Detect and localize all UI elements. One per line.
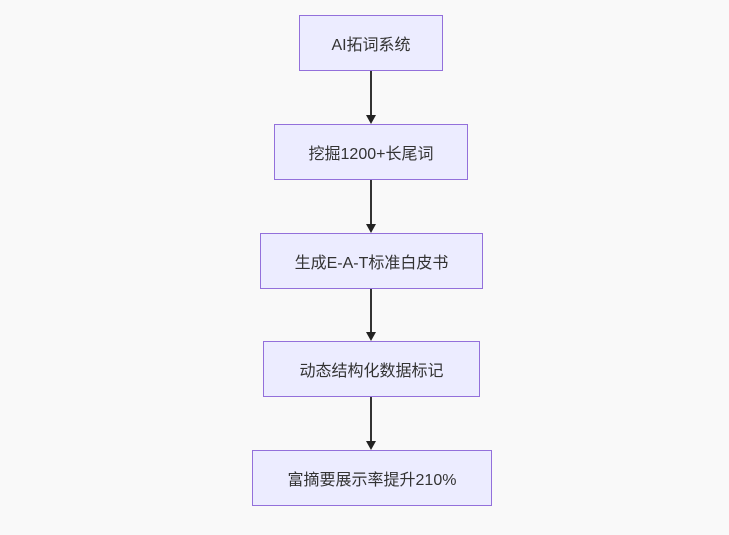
edge-line bbox=[370, 289, 372, 332]
arrowhead-down-icon bbox=[366, 224, 376, 233]
flow-node-rich-snippet-result: 富摘要展示率提升210% bbox=[252, 450, 492, 506]
edge-line bbox=[370, 71, 372, 115]
arrowhead-down-icon bbox=[366, 332, 376, 341]
flow-node-ai-word-system: AI拓词系统 bbox=[299, 15, 443, 71]
flow-edge-2 bbox=[365, 180, 377, 233]
arrowhead-down-icon bbox=[366, 115, 376, 124]
flow-edge-4 bbox=[365, 397, 377, 450]
flow-node-label: AI拓词系统 bbox=[331, 37, 411, 54]
flow-edge-3 bbox=[365, 289, 377, 341]
flow-node-label: 动态结构化数据标记 bbox=[299, 363, 444, 380]
flow-node-structured-data-markup: 动态结构化数据标记 bbox=[263, 341, 480, 397]
flow-node-label: 挖掘1200+长尾词 bbox=[308, 146, 434, 163]
flow-edge-1 bbox=[365, 71, 377, 124]
flow-node-eat-whitepaper: 生成E-A-T标准白皮书 bbox=[260, 233, 483, 289]
arrowhead-down-icon bbox=[366, 441, 376, 450]
flow-node-label: 富摘要展示率提升210% bbox=[287, 472, 457, 489]
flow-node-label: 生成E-A-T标准白皮书 bbox=[294, 255, 449, 272]
flow-node-longtail-mining: 挖掘1200+长尾词 bbox=[274, 124, 468, 180]
edge-line bbox=[370, 180, 372, 224]
edge-line bbox=[370, 397, 372, 441]
